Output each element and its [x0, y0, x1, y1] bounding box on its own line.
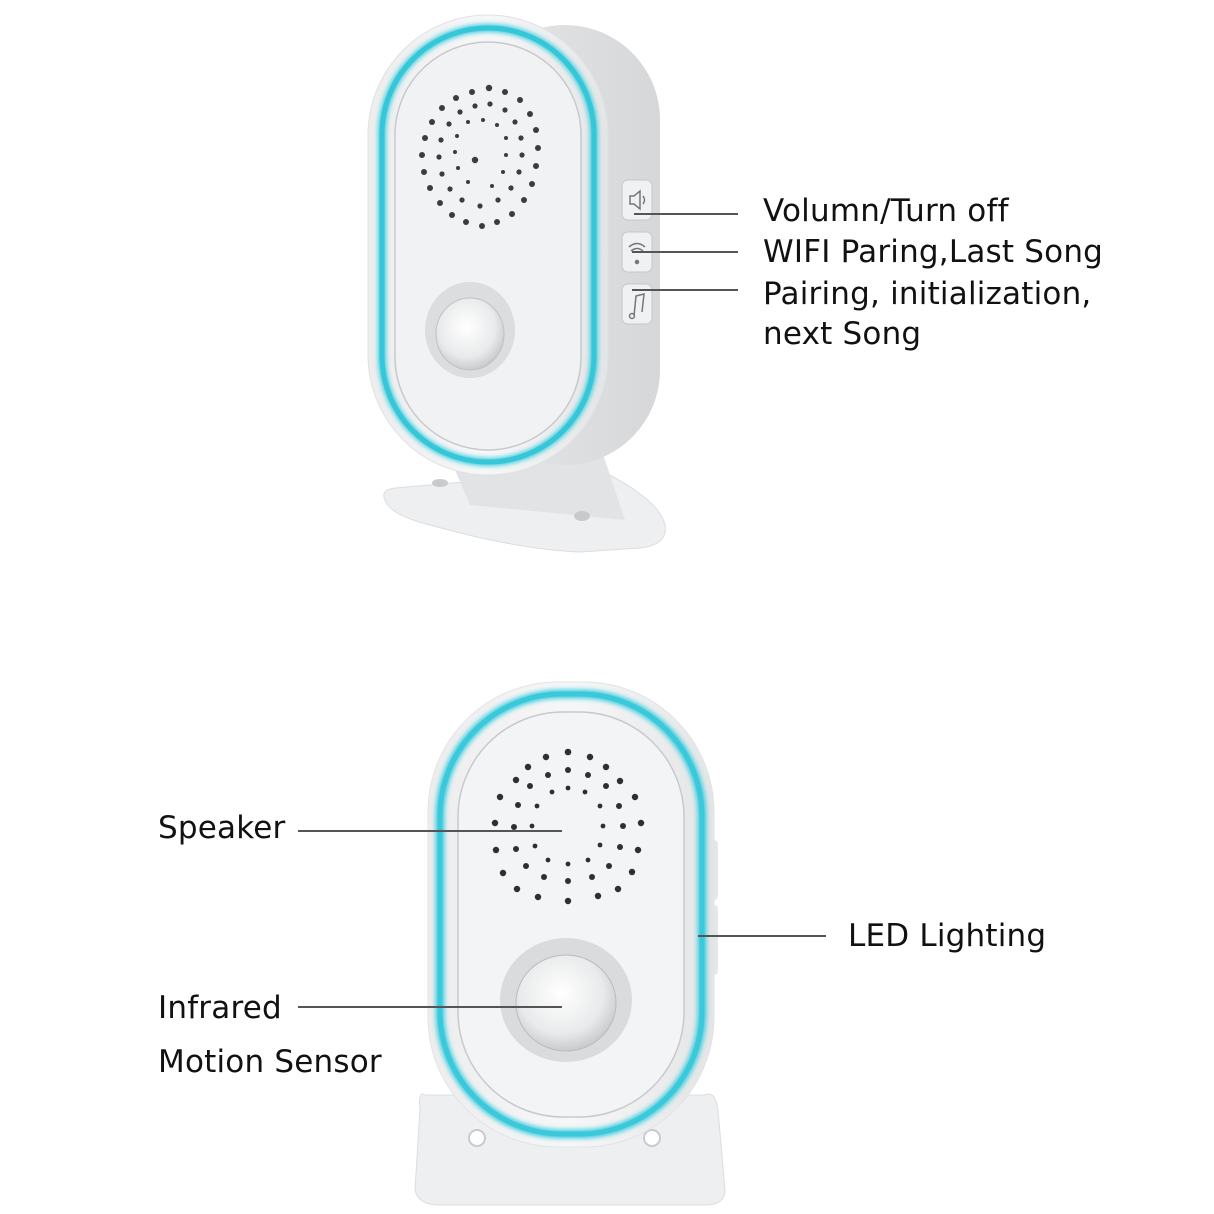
leader-line-volume	[634, 213, 738, 215]
bottom-device	[414, 681, 726, 1206]
music-note-icon	[628, 293, 645, 320]
callout-volume-label: Volumn/Turn off	[763, 193, 1009, 229]
leader-line-music	[632, 289, 738, 291]
callout-music-label-line1: Pairing, initialization,	[763, 276, 1092, 312]
bottom-speaker-grille	[491, 748, 645, 905]
speaker-icon	[629, 189, 646, 211]
leader-line-wifi	[632, 251, 738, 253]
top-device	[367, 14, 666, 553]
wifi-icon	[628, 242, 646, 265]
leader-line-speaker	[298, 830, 562, 832]
callout-infrared-label-line2: Motion Sensor	[158, 1044, 382, 1080]
callout-speaker-label: Speaker	[158, 810, 286, 846]
callout-led-label: LED Lighting	[848, 918, 1047, 954]
leader-line-led	[698, 935, 826, 937]
callout-wifi-label: WIFI Paring,Last Song	[763, 234, 1104, 270]
leader-line-infrared	[298, 1006, 562, 1008]
top-speaker-grille	[419, 84, 541, 229]
callout-infrared-label-line1: Infrared	[158, 990, 282, 1026]
callout-music-label-line2: next Song	[763, 316, 922, 352]
